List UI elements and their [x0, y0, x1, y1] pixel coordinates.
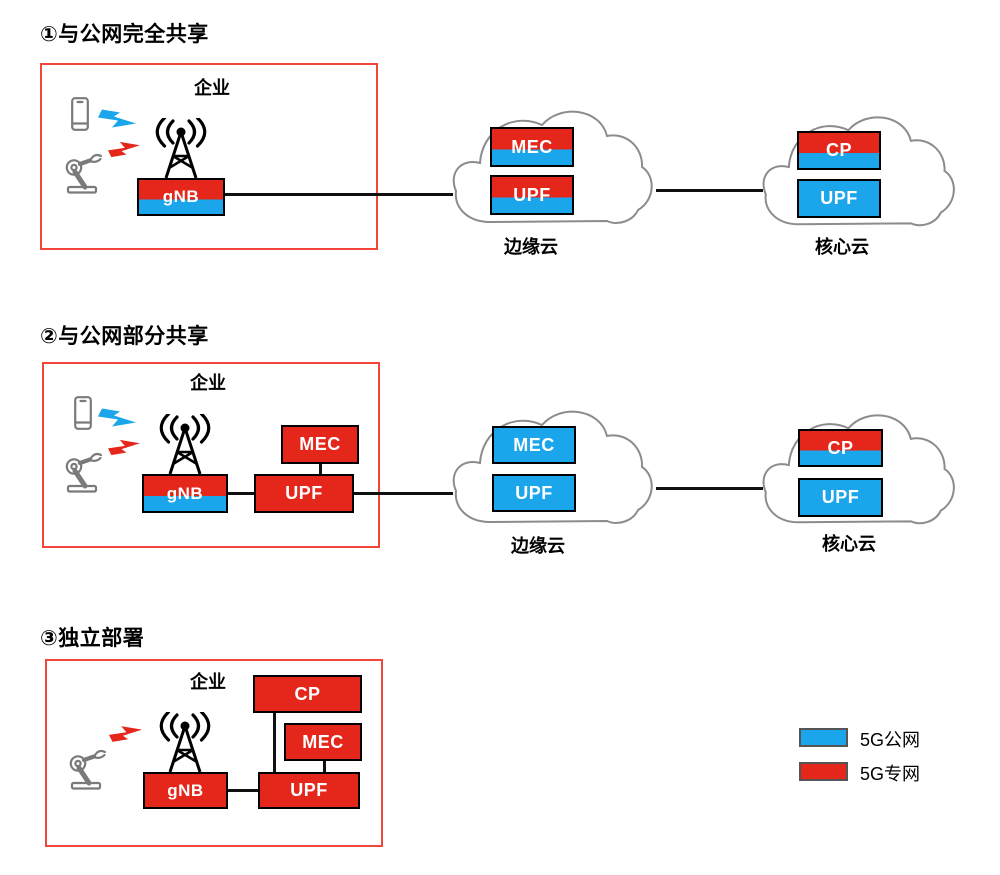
enterprise-box-3 [45, 659, 383, 847]
robot-arm-icon [69, 749, 107, 790]
robot-arm-icon [65, 153, 103, 194]
enterprise-label-1: 企业 [194, 78, 230, 98]
node-cp-3: CP [253, 675, 362, 713]
section-2-title: ②与公网部分共享 [40, 325, 209, 348]
phone-icon [74, 396, 92, 430]
link-edgecloud-corecloud-1 [656, 189, 763, 192]
enterprise-box-1 [40, 63, 378, 250]
enterprise-label-2: 企业 [190, 373, 226, 393]
legend-swatch-public-network [799, 728, 848, 747]
link-mec-upf-2 [319, 464, 322, 474]
node-upf-3: UPF [258, 772, 360, 809]
red-lightning-icon [108, 439, 140, 456]
core-cloud-label-1: 核心云 [815, 237, 869, 257]
node-upf-enterprise-2: UPF [254, 474, 354, 513]
node-upf-edge-1: UPF [490, 175, 574, 215]
node-upf-edge-2: UPF [492, 474, 576, 512]
node-gnb-2: gNB [142, 474, 228, 513]
link-gnb-edgecloud-1 [225, 193, 453, 196]
legend-swatch-private-network [799, 762, 848, 781]
section-1-title: ①与公网完全共享 [40, 23, 209, 46]
blue-lightning-icon [98, 109, 136, 128]
link-upf-edgecloud-2 [354, 492, 453, 495]
node-mec-edge-2: MEC [492, 426, 576, 464]
edge-cloud-label-1: 边缘云 [504, 237, 558, 257]
red-lightning-icon [109, 726, 142, 742]
node-cp-core-1: CP [797, 131, 881, 170]
enterprise-box-2 [42, 362, 380, 548]
node-gnb-1: gNB [137, 178, 225, 216]
edge-cloud-label-2: 边缘云 [511, 536, 565, 556]
node-gnb-3: gNB [143, 772, 228, 809]
antenna-icon [159, 712, 211, 772]
link-edgecloud-corecloud-2 [656, 487, 763, 490]
blue-lightning-icon [98, 408, 136, 427]
legend-label-public-network: 5G公网 [860, 730, 921, 750]
node-cp-core-2: CP [798, 429, 883, 467]
robot-arm-icon [65, 452, 103, 493]
node-upf-core-1: UPF [797, 179, 881, 218]
phone-icon [71, 97, 89, 131]
node-mec-edge-1: MEC [490, 127, 574, 167]
node-mec-enterprise-2: MEC [281, 425, 359, 464]
legend-label-private-network: 5G专网 [860, 764, 921, 784]
section-3-title: ③独立部署 [40, 627, 145, 650]
red-lightning-icon [108, 141, 140, 158]
link-gnb-upf-2 [228, 492, 254, 495]
core-cloud-label-2: 核心云 [822, 534, 876, 554]
enterprise-label-3: 企业 [190, 672, 226, 692]
edge-cloud-shape-2 [450, 400, 656, 532]
node-mec-3: MEC [284, 723, 362, 761]
link-gnb-upf-3 [228, 789, 258, 792]
link-cp-upf-3 [273, 713, 276, 773]
node-upf-core-2: UPF [798, 478, 883, 517]
antenna-icon [155, 118, 207, 178]
antenna-icon [159, 414, 211, 474]
link-mec-upf-3 [323, 761, 326, 773]
